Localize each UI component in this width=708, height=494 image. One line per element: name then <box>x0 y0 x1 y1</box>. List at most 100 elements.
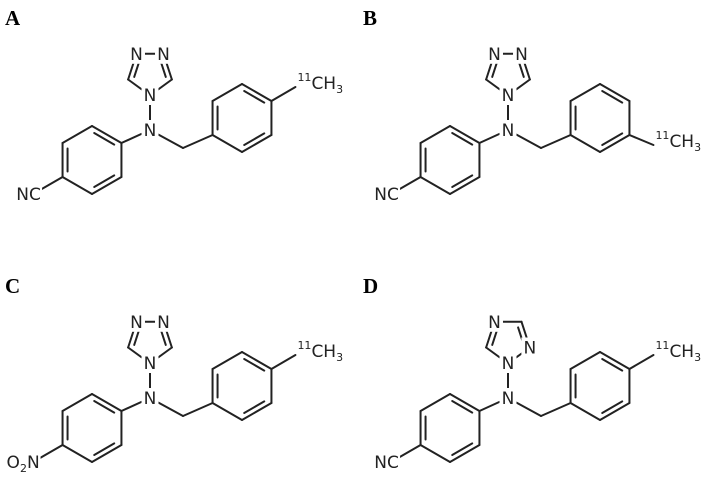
right-ring-double-bond <box>601 90 624 104</box>
triazole-n4: N <box>488 313 501 333</box>
right-ring-bond <box>569 134 601 153</box>
methyl-ch: CH <box>669 132 694 152</box>
left-ring-double-bond <box>451 132 474 146</box>
left-ring-bond <box>419 176 451 195</box>
methyl-bond <box>628 134 655 146</box>
nitro-n: N <box>27 453 40 473</box>
panel-letter: B <box>363 6 377 30</box>
triazole-n4: N <box>502 354 515 374</box>
nitro-o: O <box>7 453 20 473</box>
right-ring-bond <box>599 351 631 370</box>
left-ring-bond <box>449 176 481 195</box>
right-ring-double-bond <box>243 358 266 372</box>
right-ring-bond <box>569 402 601 421</box>
methyl-ch: CH <box>311 74 336 94</box>
left-ring-double-bond <box>93 174 116 188</box>
nitro-mask <box>6 452 41 474</box>
left-ring-bond <box>91 393 123 412</box>
right-ring-bond <box>241 402 273 421</box>
methyl-bond <box>628 354 655 370</box>
triazole-n1: N <box>130 45 143 65</box>
left-ring-double-bond <box>451 400 474 414</box>
triazole-n4-mask <box>499 85 517 105</box>
para-substituent-bond <box>35 444 64 461</box>
right-ring-double-bond <box>601 358 624 372</box>
left-ring-bond <box>449 125 481 144</box>
triazole-n4-mask <box>499 353 517 373</box>
nitrile-label-mask <box>373 452 401 472</box>
nitrile-label: NC <box>16 185 41 205</box>
left-ring-double-bond <box>451 442 474 456</box>
triazole-n2: N <box>157 313 170 333</box>
panel-letter: D <box>363 274 378 298</box>
left-ring-bond <box>91 176 123 195</box>
right-ring-double-bond <box>243 132 266 146</box>
triazole-n1-mask <box>127 311 145 332</box>
triazole-n1: N <box>488 45 501 65</box>
left-ring-double-bond <box>93 400 116 414</box>
right-ring-bond <box>599 402 631 421</box>
methyl-label: 11CH3 <box>297 71 343 96</box>
triazole-n2-mask <box>521 337 539 358</box>
left-ring-bond <box>91 125 123 144</box>
methyl-sub: 3 <box>694 141 701 154</box>
left-ring-bond <box>449 393 481 412</box>
methyl-ch: CH <box>669 342 694 362</box>
amine-n-mask <box>499 388 517 408</box>
left-ring-bond <box>419 393 451 412</box>
ch2-ring-bond <box>540 402 572 417</box>
left-ring-bond <box>419 125 451 144</box>
right-ring-bond <box>211 83 243 102</box>
triazole-n4-mask <box>141 353 159 373</box>
amine-n: N <box>502 389 515 409</box>
right-ring-bond <box>599 134 631 153</box>
triazole-n4: N <box>502 86 515 106</box>
right-ring-bond <box>241 83 273 102</box>
right-ring-bond <box>569 83 601 102</box>
triazole-n4: N <box>144 354 157 374</box>
amine-n: N <box>144 121 157 141</box>
triazole-n1-mask <box>127 43 145 64</box>
amine-n-mask <box>499 120 517 140</box>
left-ring-double-bond <box>93 442 116 456</box>
right-ring-bond <box>569 351 601 370</box>
amine-n: N <box>144 389 157 409</box>
triazole-n2: N <box>157 45 170 65</box>
methyl-label: 11CH3 <box>655 339 701 364</box>
methyl-isotope: 11 <box>655 129 669 142</box>
triazole-n2: N <box>524 339 537 359</box>
right-ring-bond <box>599 83 631 102</box>
left-ring-bond <box>61 125 93 144</box>
left-ring-bond <box>91 444 123 463</box>
ch2-ring-bond <box>182 134 214 149</box>
methyl-sub: 3 <box>694 351 701 364</box>
left-ring-bond <box>61 176 93 195</box>
triazole-n2-mask <box>155 311 173 332</box>
right-ring-double-bond <box>601 132 624 146</box>
left-ring-double-bond <box>451 174 474 188</box>
right-ring-bond <box>211 402 243 421</box>
triazole-n2-mask <box>155 43 173 64</box>
left-ring-bond <box>419 444 451 463</box>
triazole-n2: N <box>515 45 528 65</box>
methyl-sub: 3 <box>336 351 343 364</box>
right-ring-bond <box>211 351 243 370</box>
right-ring-double-bond <box>601 400 624 414</box>
left-ring-bond <box>61 393 93 412</box>
methyl-label: 11CH3 <box>655 129 701 154</box>
triazole-n1: N <box>130 313 143 333</box>
nitrile-label-mask <box>373 184 401 204</box>
right-ring-bond <box>241 351 273 370</box>
methyl-isotope: 11 <box>297 339 311 352</box>
amine-n-mask <box>141 120 159 140</box>
right-ring-bond <box>211 134 243 153</box>
triazole-n1-mask <box>485 43 503 64</box>
triazole-n4-mask <box>141 85 159 105</box>
nitrile-label: NC <box>374 185 399 205</box>
right-ring-double-bond <box>243 400 266 414</box>
methyl-bond <box>270 86 297 102</box>
nitro-sub: 2 <box>20 462 27 475</box>
amine-n: N <box>502 121 515 141</box>
